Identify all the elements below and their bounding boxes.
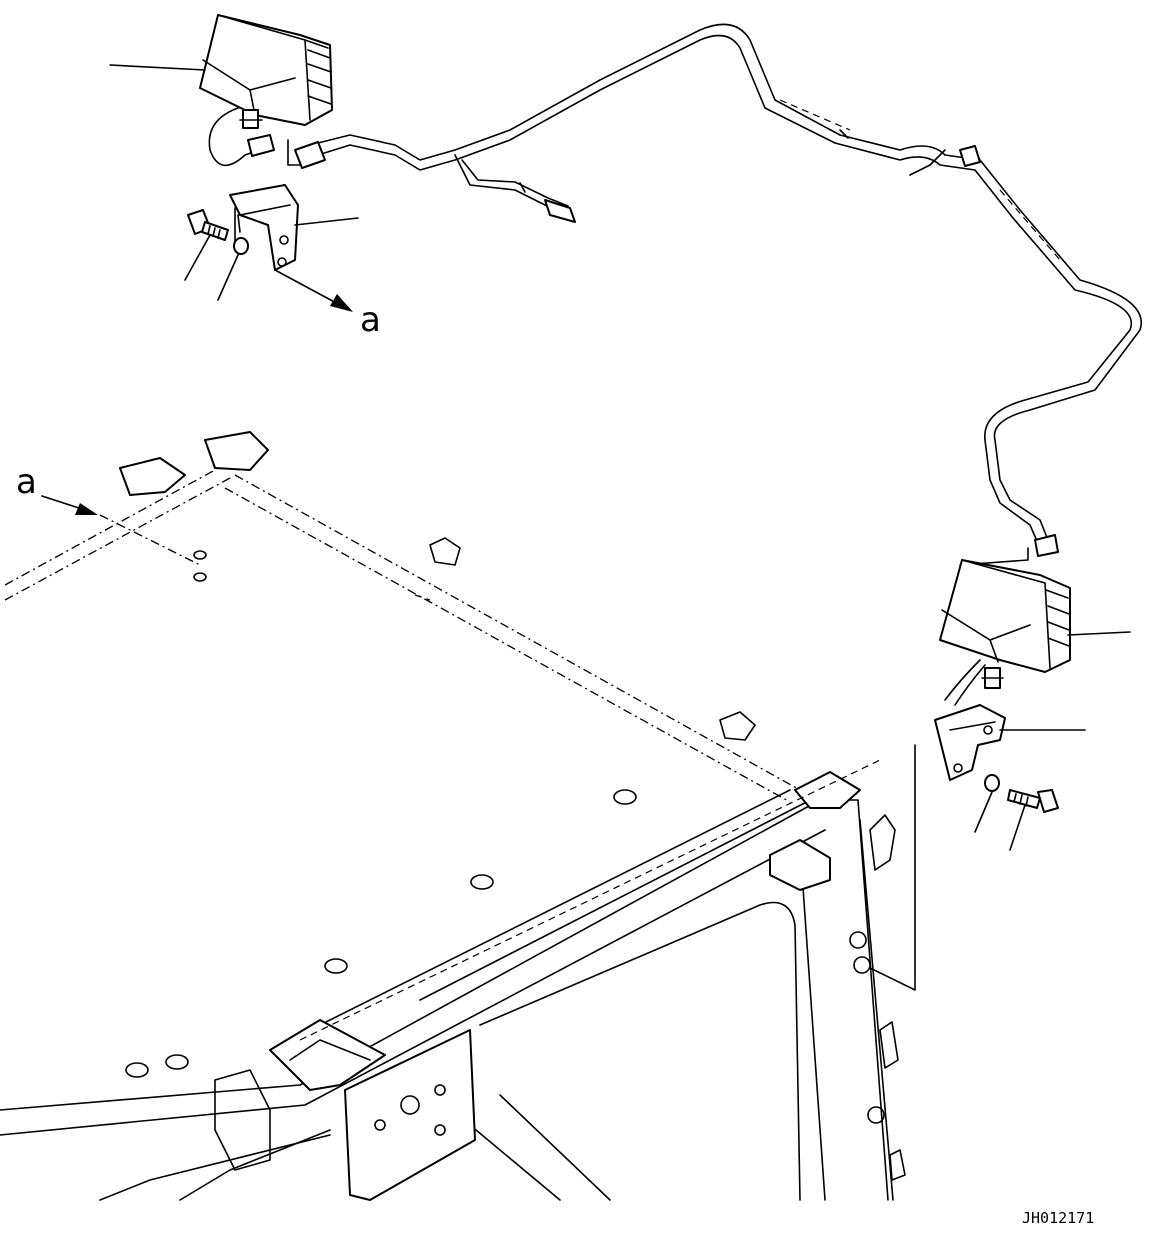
arrow-label: a xyxy=(16,462,37,502)
washer-lower xyxy=(984,774,1000,792)
washer-upper xyxy=(233,237,249,255)
bolt-lower xyxy=(1007,789,1059,813)
view-arrow-out xyxy=(274,269,353,312)
work-lamp-upper xyxy=(199,14,333,167)
bolt-upper xyxy=(187,209,229,241)
view-label: a xyxy=(360,300,381,340)
mount-bracket-lower xyxy=(934,704,1006,781)
wiring-harness xyxy=(294,23,1142,566)
drawing-code: JH012171 xyxy=(1022,1209,1094,1227)
mount-bracket-upper xyxy=(229,184,299,271)
cab-frame xyxy=(0,431,906,1201)
work-lamp-lower xyxy=(939,559,1071,706)
view-arrow-in xyxy=(41,495,98,515)
leader-lines xyxy=(109,64,1131,991)
